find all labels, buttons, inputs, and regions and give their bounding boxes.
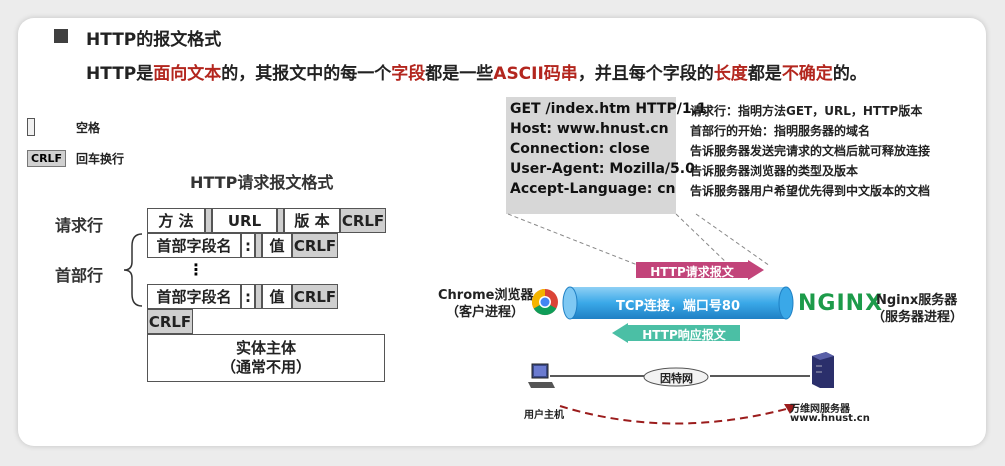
example-line: User-Agent: Mozilla/5.0: [510, 161, 695, 177]
request-arrow: [636, 260, 764, 280]
example-note: 告诉服务器发送完请求的文档后就可释放连接: [690, 144, 931, 158]
example-line: Connection: close: [510, 141, 650, 157]
method-field: 方 法: [147, 208, 205, 233]
header-value: 值: [262, 233, 292, 258]
crlf-box: CRLF: [292, 284, 338, 309]
web-server-label: 万维网服务器: [790, 404, 850, 415]
request-line-label: 请求行: [55, 216, 104, 235]
header-lines-label: 首部行: [55, 266, 104, 285]
entity-body-title: 实体主体: [235, 339, 296, 357]
space-legend-box: [27, 118, 35, 136]
space-box: [255, 284, 262, 309]
space-box: [277, 208, 284, 233]
crlf-legend-label: 回车换行: [76, 152, 125, 166]
tcp-label: TCP连接，端口号80: [615, 299, 741, 314]
crlf-box: CRLF: [147, 309, 193, 334]
network-diagram: [550, 375, 810, 425]
response-arrow: [612, 323, 740, 343]
user-host-icon: [528, 363, 555, 388]
space-box: [205, 208, 212, 233]
entity-body-note: （通常不用）: [220, 358, 311, 376]
request-arrow-label: HTTP请求报文: [650, 265, 734, 279]
example-line: GET /index.htm HTTP/1.1: [510, 101, 707, 117]
subtitle: HTTP是面向文本的，其报文中的每一个字段都是一些ASCII码串，并且每个字段的…: [86, 64, 867, 84]
header-field-name: 首部字段名: [147, 284, 241, 309]
user-host-label: 用户主机: [524, 410, 564, 421]
web-server-icon: [812, 352, 834, 388]
tcp-pipe: [562, 286, 794, 320]
server-name: Nginx服务器: [876, 293, 958, 308]
page-title: HTTP的报文格式: [86, 30, 222, 50]
example-note: 告诉服务器用户希望优先得到中文版本的文档: [690, 184, 931, 198]
example-line: Host: www.hnust.cn: [510, 121, 669, 137]
space-legend-label: 空格: [76, 121, 101, 135]
url-field: URL: [212, 208, 277, 233]
crlf-legend-box: CRLF: [27, 150, 67, 167]
entity-body: 实体主体 （通常不用）: [147, 334, 385, 382]
internet-cloud-icon: [643, 367, 709, 387]
example-note: 请求行：指明方法GET，URL，HTTP版本: [690, 104, 923, 118]
colon-box: :: [241, 284, 255, 309]
header-value: 值: [262, 284, 292, 309]
client-sub: （客户进程）: [446, 305, 525, 320]
colon-box: :: [241, 233, 255, 258]
nginx-logo: NGINX: [798, 291, 884, 316]
crlf-box: CRLF: [292, 233, 338, 258]
example-note: 首部行的开始：指明服务器的域名: [690, 124, 871, 138]
version-field: 版 本: [284, 208, 340, 233]
example-note: 告诉服务器浏览器的类型及版本: [690, 164, 859, 178]
request-format-title: HTTP请求报文格式: [190, 173, 334, 192]
web-server-domain: www.hnust.cn: [790, 413, 870, 424]
crlf-box: CRLF: [340, 208, 386, 233]
connector-lines: [507, 213, 771, 267]
server-sub: （服务器进程）: [872, 310, 964, 325]
example-request-box: [506, 97, 676, 214]
heading-bullet: [54, 29, 68, 43]
header-brace: [123, 233, 143, 307]
space-box: [255, 233, 262, 258]
internet-label: 因特网: [660, 372, 693, 385]
header-field-name: 首部字段名: [147, 233, 241, 258]
client-name: Chrome浏览器: [438, 288, 534, 303]
response-arrow-label: HTTP响应报文: [642, 328, 726, 342]
ellipsis: ⋮: [188, 260, 204, 279]
example-line: Accept-Language: cn: [510, 181, 676, 197]
chrome-icon: [531, 288, 558, 316]
